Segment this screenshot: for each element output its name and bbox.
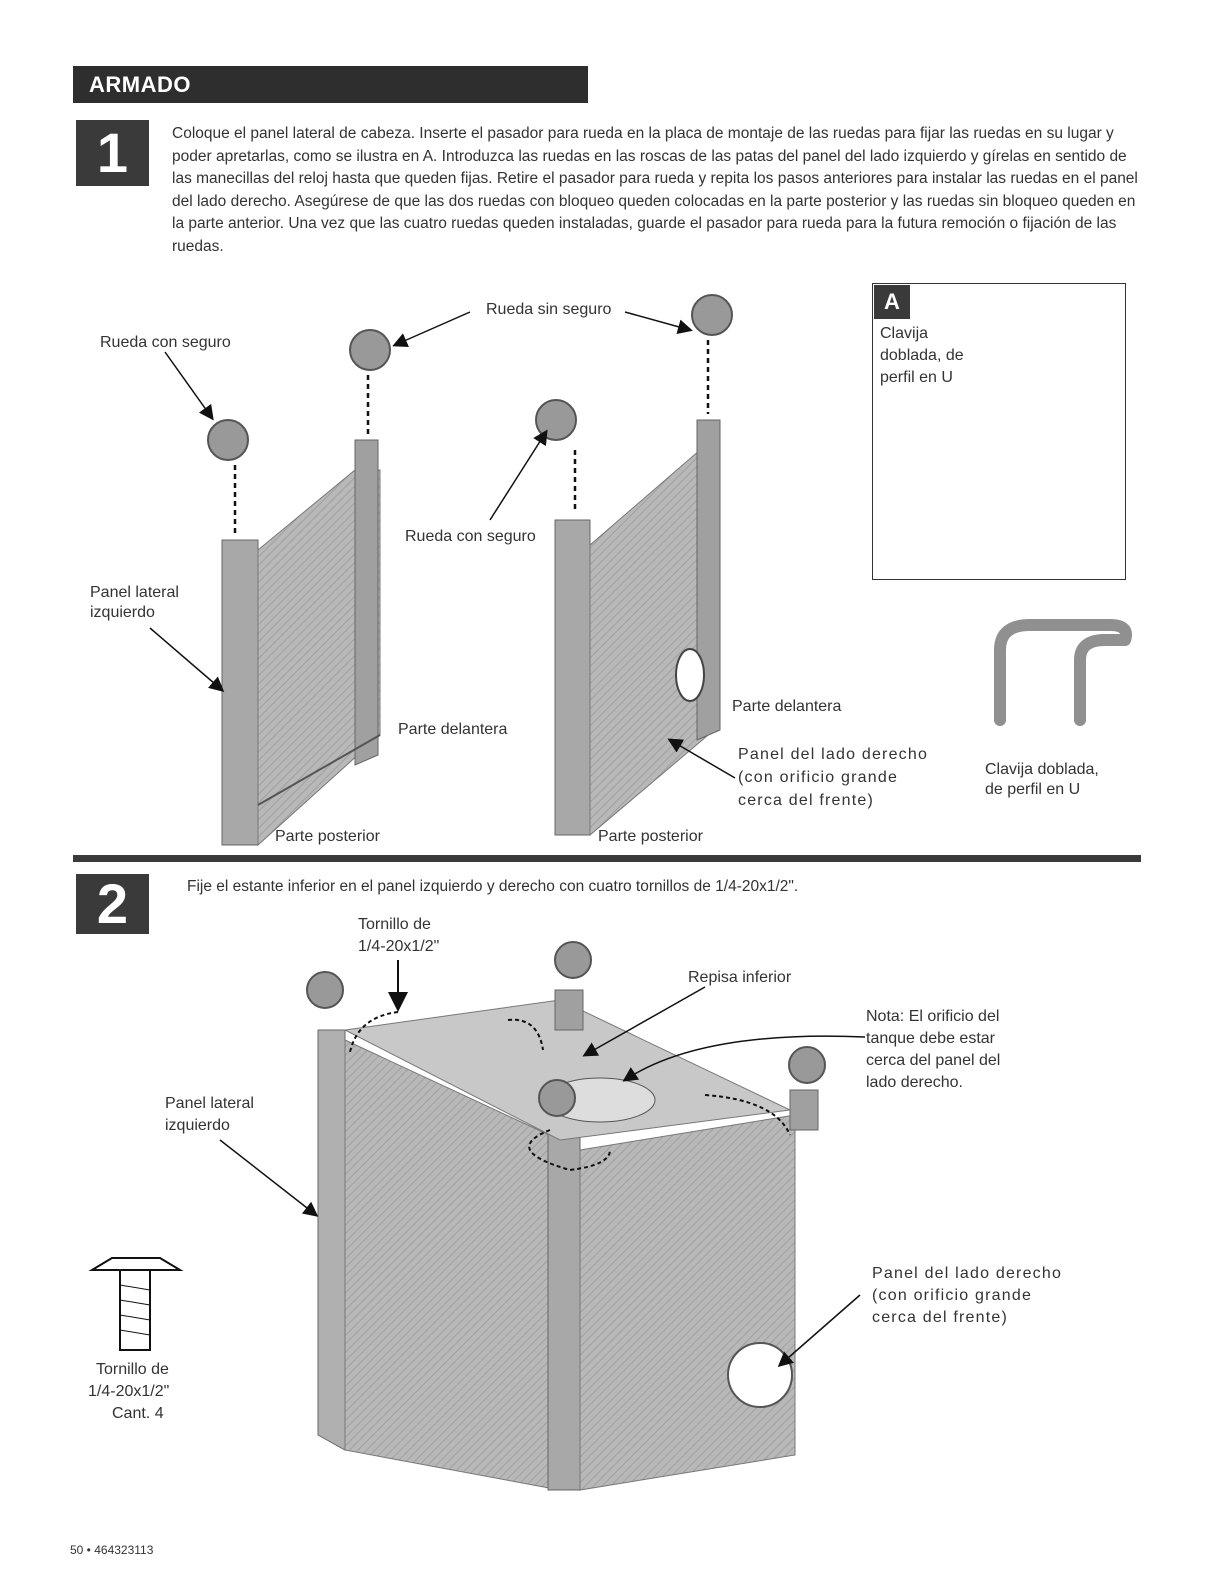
screw-illustration — [88, 1257, 184, 1351]
label-repisa: Repisa inferior — [688, 969, 792, 986]
label-parte-posterior-2: Parte posterior — [598, 828, 703, 845]
label-panel-izq-1: Panel lateral — [165, 1095, 254, 1112]
label-nota-4: lado derecho. — [866, 1074, 963, 1091]
label-tornillo-2: 1/4-20x1/2" — [358, 938, 440, 955]
label-panel-derecho-2: (con orificio grande — [738, 769, 899, 786]
label-nota-2: tanque debe estar — [866, 1030, 995, 1047]
inset-a-badge: A — [874, 285, 910, 319]
inset-label-3: perfil en U — [880, 369, 953, 386]
label-clavija-2: de perfil en U — [985, 781, 1081, 798]
section-header: ARMADO — [73, 66, 588, 103]
step-1-instructions: Coloque el panel lateral de cabeza. Inse… — [172, 125, 1138, 255]
label-nota-1: Nota: El orificio del — [866, 1008, 1000, 1025]
label-panel-der-2: (con orificio grande — [872, 1287, 1033, 1304]
step-2-instructions: Fije el estante inferior en el panel izq… — [187, 878, 799, 895]
step-2-badge: 2 — [76, 874, 149, 934]
left-side-panel-illustration — [221, 439, 381, 847]
label-rueda-con-seguro-1: Rueda con seguro — [100, 334, 231, 351]
casters-step2 — [306, 941, 826, 1117]
inset-label-1: Clavija — [880, 325, 929, 342]
label-panel-derecho-3: cerca del frente) — [738, 792, 875, 809]
casters-left — [207, 329, 391, 461]
label-parte-posterior-1: Parte posterior — [275, 828, 380, 845]
label-rueda-con-seguro-2: Rueda con seguro — [405, 528, 536, 545]
u-pin-illustration — [994, 619, 1132, 726]
label-panel-derecho-1: Panel del lado derecho — [738, 746, 929, 763]
right-side-panel-illustration — [554, 419, 721, 837]
label-parte-delantera-1: Parte delantera — [398, 721, 508, 738]
page-number: 50 • 464323113 — [70, 1543, 154, 1557]
step-1-badge: 1 — [76, 120, 149, 186]
label-panel-der-1: Panel del lado derecho — [872, 1265, 1063, 1282]
label-parte-delantera-2: Parte delantera — [732, 698, 842, 715]
label-screw-2: 1/4-20x1/2" — [88, 1383, 170, 1400]
label-panel-der-3: cerca del frente) — [872, 1309, 1009, 1326]
inset-label-2: doblada, de — [880, 347, 964, 364]
section-divider — [73, 855, 1141, 862]
label-rueda-sin-seguro: Rueda sin seguro — [486, 301, 612, 318]
label-panel-lateral-izq-2: izquierdo — [90, 604, 155, 621]
inset-a-box — [872, 283, 1126, 580]
label-screw-3: Cant. 4 — [112, 1405, 164, 1422]
label-tornillo-1: Tornillo de — [358, 916, 431, 933]
label-panel-izq-2: izquierdo — [165, 1117, 230, 1134]
label-clavija-1: Clavija doblada, — [985, 761, 1099, 778]
label-panel-lateral-izq-1: Panel lateral — [90, 584, 179, 601]
label-screw-1: Tornillo de — [96, 1361, 169, 1378]
label-nota-3: cerca del panel del — [866, 1052, 1001, 1069]
assembled-cart-illustration — [317, 989, 819, 1491]
